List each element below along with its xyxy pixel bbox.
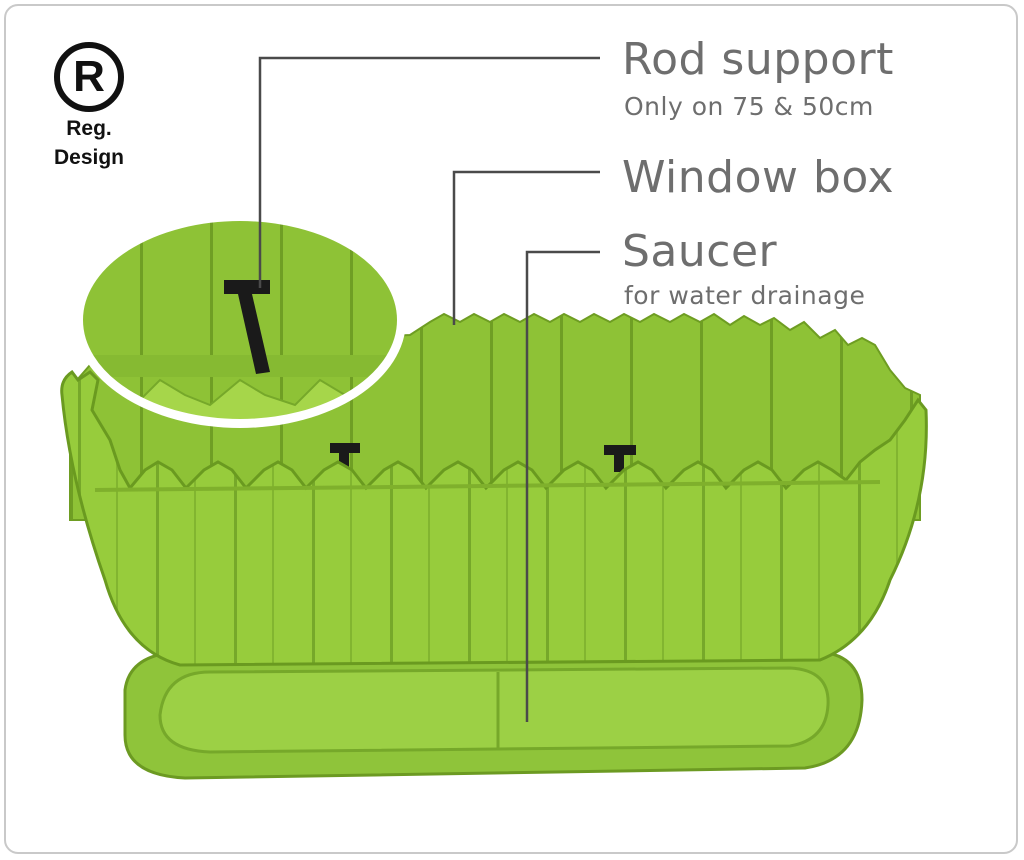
window-box-front-wall	[60, 369, 928, 667]
window-box-title: Window box	[622, 152, 895, 203]
rod-support-detail-lens	[74, 212, 406, 428]
window-box-leader-line	[452, 170, 600, 325]
saucer-tray	[123, 650, 864, 780]
registered-trademark-icon: R	[54, 42, 124, 112]
saucer-subtitle: for water drainage	[624, 281, 866, 310]
rod-support-right	[604, 445, 636, 472]
reg-label: Reg.	[66, 117, 112, 140]
rod-support-leader-line	[258, 56, 600, 288]
design-label: Design	[53, 146, 124, 169]
rod-support-subtitle: Only on 75 & 50cm	[624, 92, 874, 121]
saucer-title: Saucer	[622, 226, 778, 277]
registered-design-badge: R Reg. Design	[44, 42, 134, 170]
saucer-leader-line	[525, 250, 600, 722]
leader-lines	[258, 56, 600, 722]
rod-support-title: Rod support	[622, 34, 894, 85]
